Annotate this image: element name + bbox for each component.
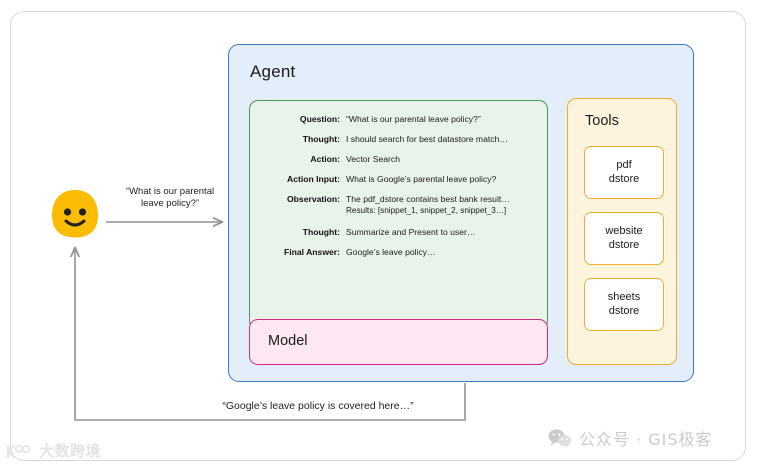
trace-value: Google’s leave policy… bbox=[346, 247, 436, 257]
trace-label: Thought: bbox=[302, 134, 340, 144]
trace-row: Action: Vector Search bbox=[250, 153, 537, 165]
trace-value: Vector Search bbox=[346, 154, 400, 164]
agent-box: Agent Question: “What is our parental le… bbox=[228, 44, 694, 382]
model-box: Model bbox=[249, 319, 548, 365]
trace-value: I should search for best datastore match… bbox=[346, 134, 508, 144]
trace-row: Action Input: What is Google’s parental … bbox=[250, 173, 537, 185]
agent-title: Agent bbox=[250, 62, 296, 81]
trace-label: Thought: bbox=[302, 227, 340, 237]
watermark-left-text: 大数跨境 bbox=[39, 442, 102, 460]
trace-value: Summarize and Present to user… bbox=[346, 227, 476, 237]
tool-card-sheets-dstore[interactable]: sheets dstore bbox=[584, 278, 664, 331]
trace-value: What is Google’s parental leave policy? bbox=[346, 174, 497, 184]
watermark-left-logo-icon bbox=[7, 444, 30, 458]
trace-row: Question: “What is our parental leave po… bbox=[250, 113, 537, 125]
tool-card-website-dstore[interactable]: website dstore bbox=[584, 212, 664, 265]
watermark-right-text: 公众号 · GIS极客 bbox=[579, 430, 713, 449]
trace-label: Observation: bbox=[286, 194, 340, 204]
trace-row: Thought: I should search for best datast… bbox=[250, 133, 537, 145]
user-avatar-icon bbox=[52, 190, 98, 238]
trace-value-secondary: Results: [snippet_1, snippet_2, snippet_… bbox=[346, 206, 507, 215]
trace-row: Final Answer: Google’s leave policy… bbox=[250, 246, 537, 258]
tool-card-label: website dstore bbox=[605, 225, 643, 251]
tools-title: Tools bbox=[585, 113, 619, 129]
tool-card-label: sheets dstore bbox=[607, 291, 641, 317]
trace-label: Action Input: bbox=[287, 174, 340, 184]
trace-label: Final Answer: bbox=[283, 247, 340, 257]
watermark-right: 公众号 · GIS极客 bbox=[548, 426, 713, 450]
wechat-icon bbox=[548, 429, 572, 448]
tool-card-pdf-dstore[interactable]: pdf dstore bbox=[584, 146, 664, 199]
trace-value: The pdf_dstore contains best bank result… bbox=[346, 194, 510, 204]
trace-value: “What is our parental leave policy?” bbox=[346, 114, 481, 124]
model-title: Model bbox=[268, 333, 308, 349]
watermark-left: 大数跨境 bbox=[6, 440, 101, 461]
trace-value-group: The pdf_dstore contains best bank result… bbox=[346, 193, 537, 216]
agent-answer-caption: “Google’s leave policy is covered here…” bbox=[222, 400, 414, 412]
trace-row: Thought: Summarize and Present to user… bbox=[250, 226, 537, 238]
reasoning-trace-list: Question: “What is our parental leave po… bbox=[250, 113, 547, 266]
trace-row: Observation: The pdf_dstore contains bes… bbox=[250, 193, 537, 216]
tool-card-label: pdf dstore bbox=[608, 159, 640, 185]
user-question-caption: “What is our parental leave policy?” bbox=[125, 186, 215, 209]
tools-box: Tools pdf dstore website dstore sheets d… bbox=[567, 98, 677, 365]
reasoning-trace-box: Question: “What is our parental leave po… bbox=[249, 100, 548, 330]
trace-label: Action: bbox=[310, 154, 340, 164]
trace-label: Question: bbox=[299, 114, 340, 124]
